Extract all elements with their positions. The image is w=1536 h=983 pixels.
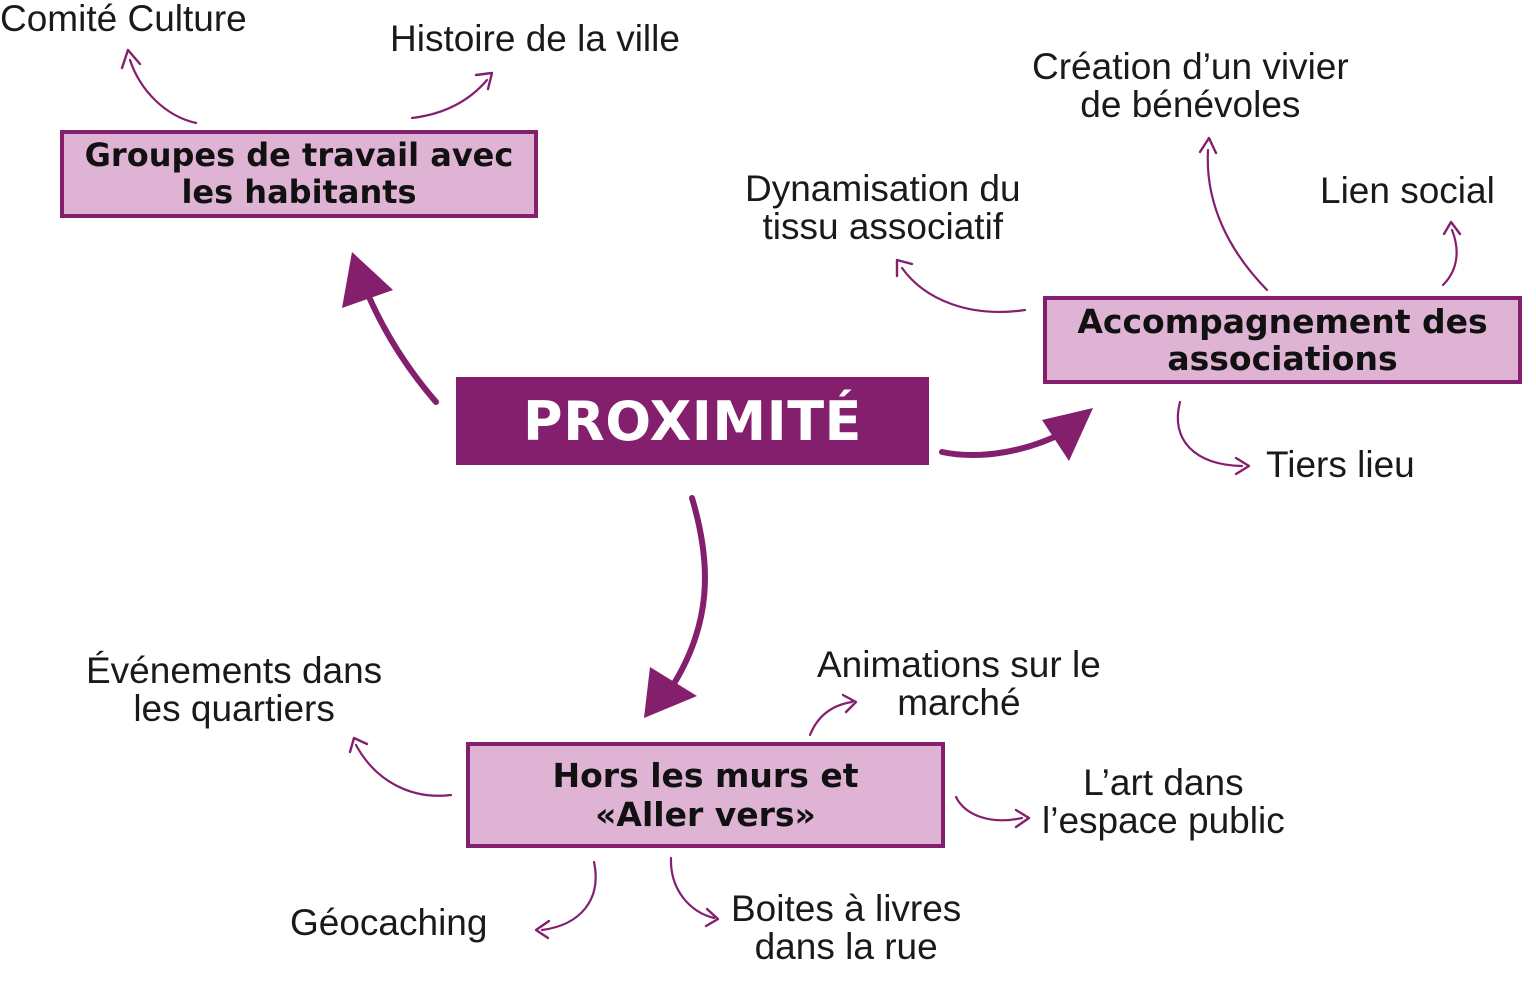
leaf-label-line1: L’art dans	[1083, 762, 1244, 803]
leaf-label-line2: l’espace public	[1042, 800, 1285, 841]
leaf-label-line2: les quartiers	[133, 688, 335, 729]
arrow-to-tiers	[1176, 400, 1244, 468]
arrow-to-lien	[1441, 228, 1458, 287]
leaf-dynamisation-tissu-associatif: Dynamisation du tissu associatif	[745, 170, 1021, 246]
theme-label-line1: Hors les murs et	[552, 756, 859, 795]
leaf-label-line1: Animations sur le	[817, 644, 1101, 685]
arrow-to-dynamisation	[900, 266, 1027, 313]
arrow-center-to-hors	[667, 495, 708, 693]
arrowhead-animations	[841, 693, 858, 714]
theme-label-line2: les habitants	[181, 173, 417, 211]
arrowhead-hors	[644, 667, 697, 718]
arrowhead-accompagnement	[1042, 408, 1093, 461]
arrow-to-geocaching	[540, 860, 597, 932]
arrowhead-comite	[120, 48, 142, 70]
arrowhead-histoire	[474, 71, 494, 91]
arrowhead-groupes	[342, 252, 393, 308]
theme-label-line2: «Aller vers»	[595, 795, 816, 834]
arrow-to-animations	[808, 700, 854, 737]
arrow-to-art	[954, 795, 1024, 822]
leaf-label-line2: marché	[897, 682, 1021, 723]
leaf-label-line1: Boites à livres	[731, 888, 962, 929]
theme-box-hors-les-murs: Hors les murs et «Aller vers»	[466, 742, 945, 848]
arrow-to-creation	[1206, 148, 1269, 292]
arrowhead-tiers	[1234, 456, 1251, 476]
leaf-label: Comité Culture	[0, 0, 247, 39]
arrowhead-lien	[1442, 220, 1462, 236]
leaf-label: Tiers lieu	[1266, 444, 1415, 485]
theme-box-groupes-de-travail: Groupes de travail avec les habitants	[60, 130, 538, 218]
leaf-label-line2: dans la rue	[754, 926, 938, 967]
leaf-label-line1: Création d’un vivier	[1032, 46, 1349, 87]
arrow-to-comite	[128, 58, 198, 125]
leaf-label-line2: tissu associatif	[762, 206, 1004, 247]
leaf-label: Géocaching	[290, 902, 488, 943]
arrowhead-evenements	[348, 736, 369, 754]
arrowhead-boites	[704, 907, 720, 928]
theme-label-line1: Accompagnement des	[1077, 302, 1488, 341]
arrow-to-boites	[669, 856, 716, 920]
arrowhead-dynamisation	[895, 258, 914, 278]
leaf-animations-marche: Animations sur le marché	[817, 646, 1101, 722]
leaf-tiers-lieu: Tiers lieu	[1266, 446, 1415, 484]
leaf-label-line1: Dynamisation du	[745, 168, 1021, 209]
center-node-label: PROXIMITÉ	[523, 389, 862, 453]
leaf-label: Lien social	[1320, 170, 1495, 211]
arrow-to-evenements	[354, 743, 453, 797]
leaf-lien-social: Lien social	[1320, 172, 1495, 210]
arrow-center-to-groupes	[363, 287, 439, 405]
leaf-evenements-quartiers: Événements dans les quartiers	[86, 652, 382, 728]
leaf-geocaching: Géocaching	[290, 904, 487, 942]
arrowhead-creation	[1198, 136, 1218, 155]
theme-label-line2: associations	[1167, 339, 1398, 378]
leaf-histoire-de-la-ville: Histoire de la ville	[390, 20, 680, 58]
leaf-boites-a-livres: Boites à livres dans la rue	[731, 890, 961, 966]
leaf-comite-culture: Comité Culture	[0, 0, 247, 38]
arrowhead-art	[1014, 808, 1031, 829]
leaf-label-line1: Événements dans	[86, 650, 383, 691]
theme-box-accompagnement: Accompagnement des associations	[1043, 296, 1522, 384]
theme-label-line1: Groupes de travail avec	[84, 136, 514, 174]
leaf-creation-vivier-benevoles: Création d’un vivier de bénévoles	[1032, 48, 1349, 124]
center-node-proximite: PROXIMITÉ	[456, 377, 929, 465]
leaf-art-espace-public: L’art dans l’espace public	[1042, 764, 1285, 840]
arrowhead-geocaching	[534, 919, 551, 940]
arrow-to-histoire	[410, 78, 489, 120]
leaf-label: Histoire de la ville	[390, 18, 680, 59]
leaf-label-line2: de bénévoles	[1080, 84, 1301, 125]
